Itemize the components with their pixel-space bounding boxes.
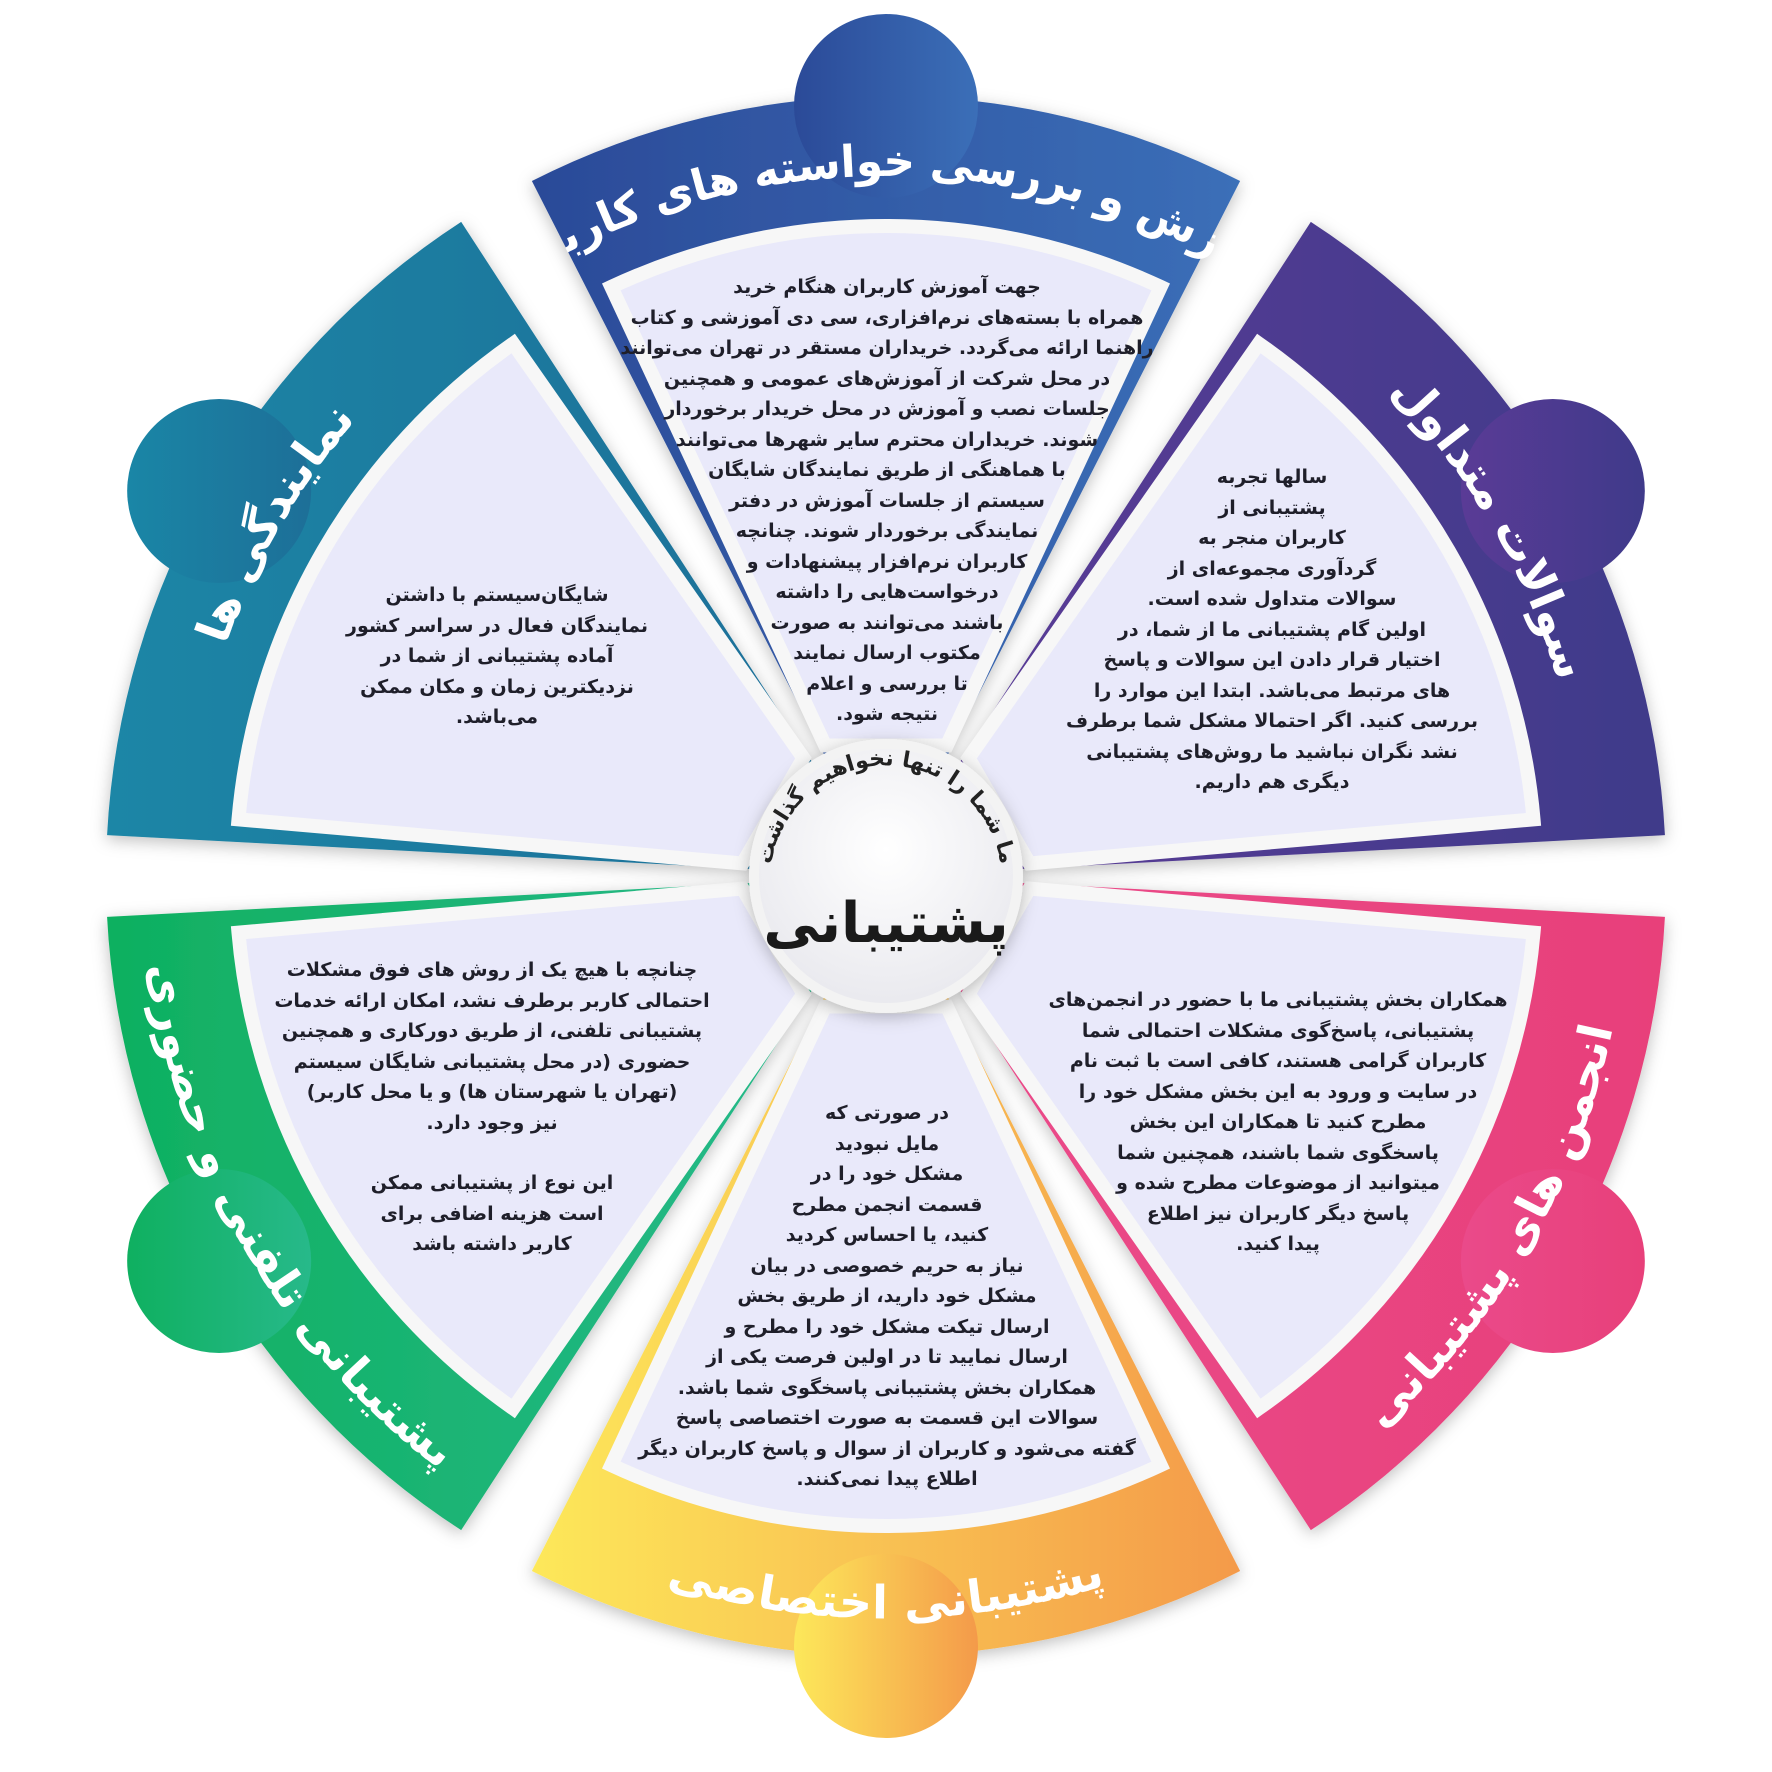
- sector-description-training: جهت آموزش کاربران هنگام خرید همراه با بست…: [620, 272, 1153, 730]
- sector-description-phone: چنانچه با هیچ یک از روش های فوق مشکلات اح…: [274, 955, 709, 1260]
- description-line: پاسخ دیگر کاربران نیز اطلاع: [1146, 1202, 1410, 1225]
- description-line: کاربران نرم‌افزار پیشنهادات و: [746, 550, 1028, 573]
- description-line: نیاز به حریم خصوصی در بیان: [750, 1254, 1024, 1277]
- description-line: مایل نبودید: [834, 1132, 940, 1155]
- description-line: مطرح کنید تا همکاران این بخش: [1129, 1111, 1427, 1133]
- description-line: پاسخگوی شما باشند، همچنین شما: [1117, 1141, 1439, 1164]
- description-line: کاربران گرامی هستند، کافی است با ثبت نام: [1069, 1050, 1487, 1072]
- description-line: جلسات نصب و آموزش در محل خریدار برخوردار: [664, 398, 1110, 420]
- sector-bump: [794, 14, 978, 198]
- description-line: تا بررسی و اعلام: [806, 672, 968, 695]
- description-line: کاربر داشته باشد: [412, 1233, 572, 1255]
- sector-content-area: [230, 333, 812, 871]
- description-line: های مرتبط می‌باشد. ابتدا این موارد را: [1093, 679, 1451, 702]
- description-line: درخواست‌هایی را داشته: [775, 581, 999, 603]
- sector-content-area: [960, 881, 1542, 1419]
- description-line: در محل شرکت از آموزش‌های عمومی و همچنین: [663, 367, 1111, 390]
- sector-content-area: [230, 881, 812, 1419]
- description-line: مشکل خود را در: [810, 1163, 964, 1185]
- description-line: آماده پشتیبانی از شما در: [380, 645, 614, 667]
- description-line: کنید، یا احساس کردید: [785, 1224, 989, 1246]
- description-line: حضوری (در محل پشتیبانی شایگان سیستم: [293, 1050, 691, 1073]
- description-line: مکتوب ارسال نمایند: [793, 642, 981, 664]
- sector-bump: [1460, 399, 1645, 583]
- description-line: جهت آموزش کاربران هنگام خرید: [733, 276, 1041, 298]
- description-line: گردآوری مجموعه‌ای از: [1167, 557, 1377, 580]
- sector-forums: انجمن های پشتیبانی: [957, 881, 1665, 1531]
- description-line: نشد نگران نباشید ما روش‌های پشتیبانی: [1086, 740, 1458, 763]
- description-line: شوند. خریداران محترم سایر شهرها می‌توانن…: [675, 428, 1099, 451]
- sector-content-area: [601, 999, 1171, 1533]
- sector-content-area: [960, 333, 1542, 871]
- sector-dedicated: پشتیبانی اختصاصی: [531, 993, 1241, 1738]
- description-line: نمایندگان فعال در سراسر کشور: [346, 614, 648, 637]
- description-line: گفته می‌شود و کاربران از سوال و پاسخ کار…: [638, 1437, 1136, 1460]
- description-line: در سایت و ورود به این بخش مشکل خود را: [1078, 1080, 1478, 1103]
- description-line: مشکل خود دارید، از طریق بخش: [737, 1285, 1037, 1307]
- sector-bump: [794, 1554, 978, 1738]
- sector-description-dedicated: در صورتی که مایل نبودید مشکل خود را در قسمت…: [638, 1098, 1136, 1495]
- description-line: نتیجه شود.: [835, 703, 939, 725]
- description-line: نزدیکترین زمان و مکان ممکن: [360, 675, 634, 698]
- description-line: پیدا کنید.: [1236, 1233, 1320, 1255]
- description-line: همراه با بسته‌های نرم‌افزاری، سی دی آموز…: [630, 306, 1144, 329]
- description-line: سوالات متداول شده است.: [1147, 588, 1397, 610]
- description-line: این نوع از پشتیبانی ممکن: [370, 1172, 614, 1194]
- sector-description-faq: سالها تجربه پشتیبانی از کاربران منجر به گرد…: [1066, 462, 1478, 798]
- description-line: پشتیبانی تلفنی، از طریق دورکاری و همچنین: [281, 1020, 703, 1042]
- description-line: نیز وجود دارد.: [426, 1111, 558, 1134]
- description-line: میتوانید از موضوعات مطرح شده و: [1116, 1172, 1440, 1194]
- description-line: همکاران بخش پشتیبانی پاسخگوی شما باشد.: [677, 1376, 1097, 1399]
- description-line: سوالات این قسمت به صورت اختصاصی پاسخ: [675, 1407, 1099, 1429]
- sector-description-forums: همکاران بخش پشتیبانی ما با حضور در انجمن…: [1049, 985, 1508, 1260]
- sector-phone: پشتیبانی تلفنی و حضوری: [107, 881, 815, 1531]
- description-line: شایگان‌سیستم با داشتن: [385, 584, 609, 606]
- description-line: می‌باشد.: [455, 706, 539, 728]
- description-line: راهنما ارائه می‌گردد. خریداران مستقر در …: [620, 337, 1154, 359]
- description-line: اختیار قرار دادن این سوالات و پاسخ: [1103, 649, 1441, 671]
- description-line: همکاران بخش پشتیبانی ما با حضور در انجمن…: [1048, 989, 1508, 1011]
- description-line: احتمالی کاربر برطرف نشد، امکان ارائه خدم…: [274, 989, 710, 1012]
- description-line: [274, 1138, 709, 1168]
- sector-agencies: نمایندگی ها: [107, 221, 815, 871]
- sector-description-agencies: شایگان‌سیستم با داشتن نمایندگان فعال در س…: [346, 580, 648, 733]
- description-line: نمایندگی برخوردار شوند. چنانچه: [735, 520, 1039, 542]
- description-line: است هزینه اضافی برای: [380, 1202, 604, 1225]
- description-line: پشتیبانی از: [1218, 496, 1326, 519]
- description-line: اولین گام پشتیبانی ما از شما، در: [1117, 618, 1427, 641]
- sector-faq: سوالات متداول: [957, 221, 1665, 871]
- description-line: قسمت انجمن مطرح: [791, 1193, 983, 1216]
- description-line: سیستم از جلسات آموزش در دفتر: [729, 489, 1045, 512]
- center-title: پشتیبانی: [763, 891, 1008, 956]
- description-line: بررسی کنید. اگر احتمالا مشکل شما برطرف: [1065, 710, 1479, 732]
- sector-bump: [127, 1169, 312, 1353]
- description-line: ارسال تیکت مشکل خود را مطرح و: [724, 1315, 1050, 1338]
- description-line: با هماهنگی از طریق نمایندگان شایگان: [708, 459, 1066, 481]
- description-line: چنانچه با هیچ یک از روش های فوق مشکلات: [286, 959, 698, 981]
- center-hub: ما شما را تنها نخواهیم گذاشت پشتیبانی: [749, 739, 1023, 1013]
- description-line: (تهران یا شهرستان ها) و یا محل کاربر): [306, 1081, 678, 1103]
- description-line: پشتیبانی، پاسخ‌گوی مشکلات احتمالی شما: [1081, 1019, 1475, 1042]
- description-line: در صورتی که: [824, 1102, 950, 1124]
- description-line: دیگری هم داریم.: [1194, 771, 1350, 793]
- description-line: کاربران منجر به: [1198, 527, 1346, 549]
- sector-content-area: [601, 219, 1171, 753]
- description-line: سالها تجربه: [1216, 466, 1328, 488]
- description-line: اطلاع پیدا نمی‌کنند.: [796, 1468, 978, 1490]
- description-line: ارسال نمایید تا در اولین فرصت یکی از: [706, 1346, 1068, 1368]
- sector-bump: [1460, 1169, 1645, 1353]
- sector-bump: [127, 399, 312, 583]
- description-line: باشند می‌توانند به صورت: [770, 611, 1004, 634]
